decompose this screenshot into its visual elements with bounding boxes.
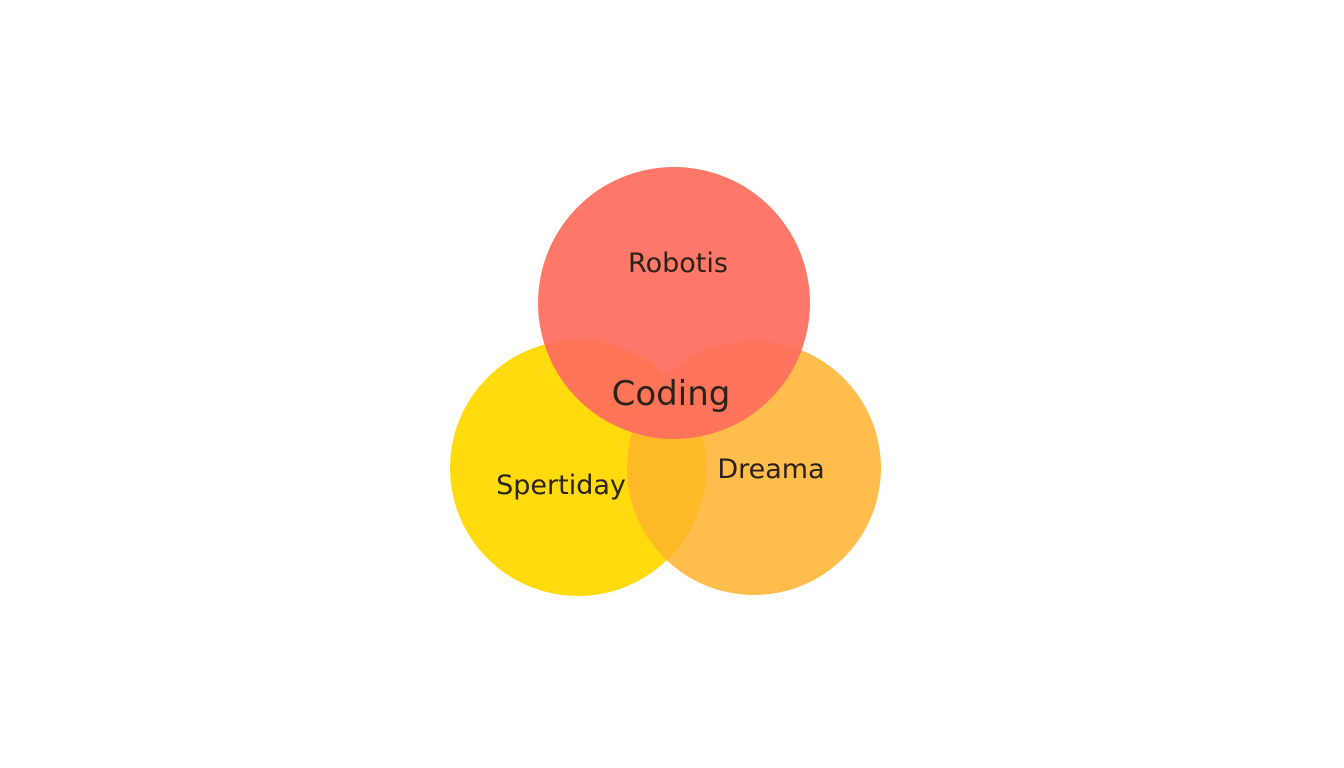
circle-top [538, 167, 810, 439]
circle-right-label: Dreama [717, 454, 824, 485]
center-label: Coding [612, 374, 731, 414]
circle-left-label: Spertiday [496, 470, 626, 501]
circle-top-label: Robotis [628, 248, 728, 279]
